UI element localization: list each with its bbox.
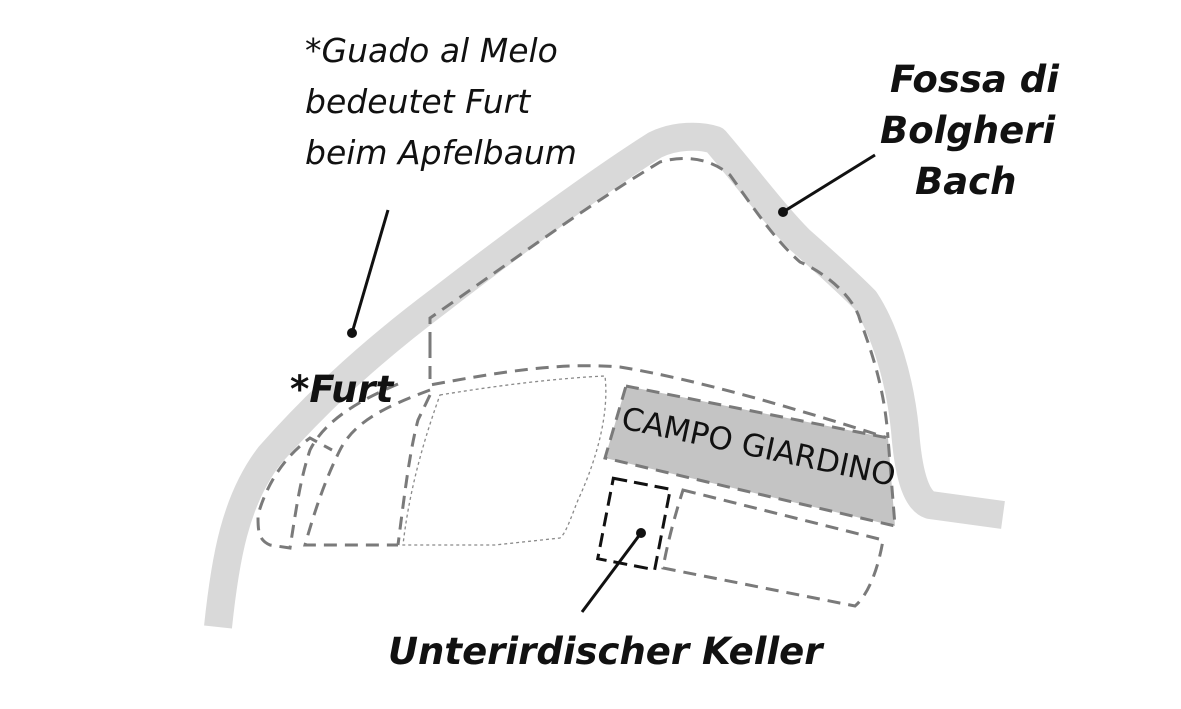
stream-fossa-di-bolgheri xyxy=(204,122,1005,629)
stream-label-line-3: Bach xyxy=(915,160,1016,203)
parcel-lower-right xyxy=(661,488,885,608)
field-thin-outline xyxy=(402,375,607,546)
campo-giardino-plot xyxy=(603,384,897,528)
leader-cellar xyxy=(580,532,643,613)
parcel-west-strip-inner xyxy=(303,388,431,547)
leader-dot-cellar xyxy=(636,528,646,538)
ford-note-line-1: *Guado al Melo xyxy=(305,31,558,70)
parcel-outer-boundary xyxy=(428,156,890,439)
parcel-west-strip-outer xyxy=(256,382,399,550)
stream-label-line-2: Bolgheri xyxy=(880,109,1056,152)
parcel-field-top-edge xyxy=(428,345,889,440)
ford-note-line-2: bedeutet Furt xyxy=(305,82,531,121)
leader-stream xyxy=(782,153,876,214)
underground-cellar-label: Unterirdischer Keller xyxy=(388,630,825,673)
leader-dot-stream xyxy=(778,207,788,217)
leader-dot-ford xyxy=(347,328,357,338)
underground-cellar xyxy=(595,476,673,572)
leader-ford-note xyxy=(350,209,390,334)
parcel-west-divider xyxy=(396,394,432,546)
ford-label: *Furt xyxy=(290,368,395,411)
ford-note-line-3: beim Apfelbaum xyxy=(305,133,577,172)
stream-label-line-1: Fossa di xyxy=(890,58,1060,101)
